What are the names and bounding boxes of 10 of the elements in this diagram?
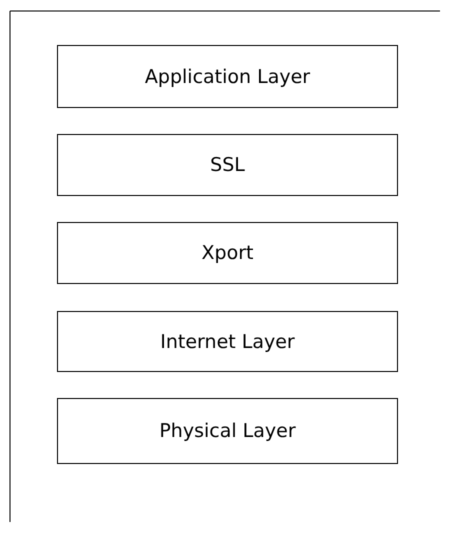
layer-box <box>57 398 398 464</box>
layer-label: Internet Layer <box>160 330 295 352</box>
layer-label: Application Layer <box>144 66 310 88</box>
layer-label: Xport <box>202 242 254 264</box>
layer-box <box>57 134 398 196</box>
layer-label: SSL <box>210 154 245 176</box>
layer-box <box>57 222 398 284</box>
layer-label: Physical Layer <box>159 420 296 442</box>
layer-box <box>57 311 398 372</box>
layer-box <box>57 45 398 108</box>
